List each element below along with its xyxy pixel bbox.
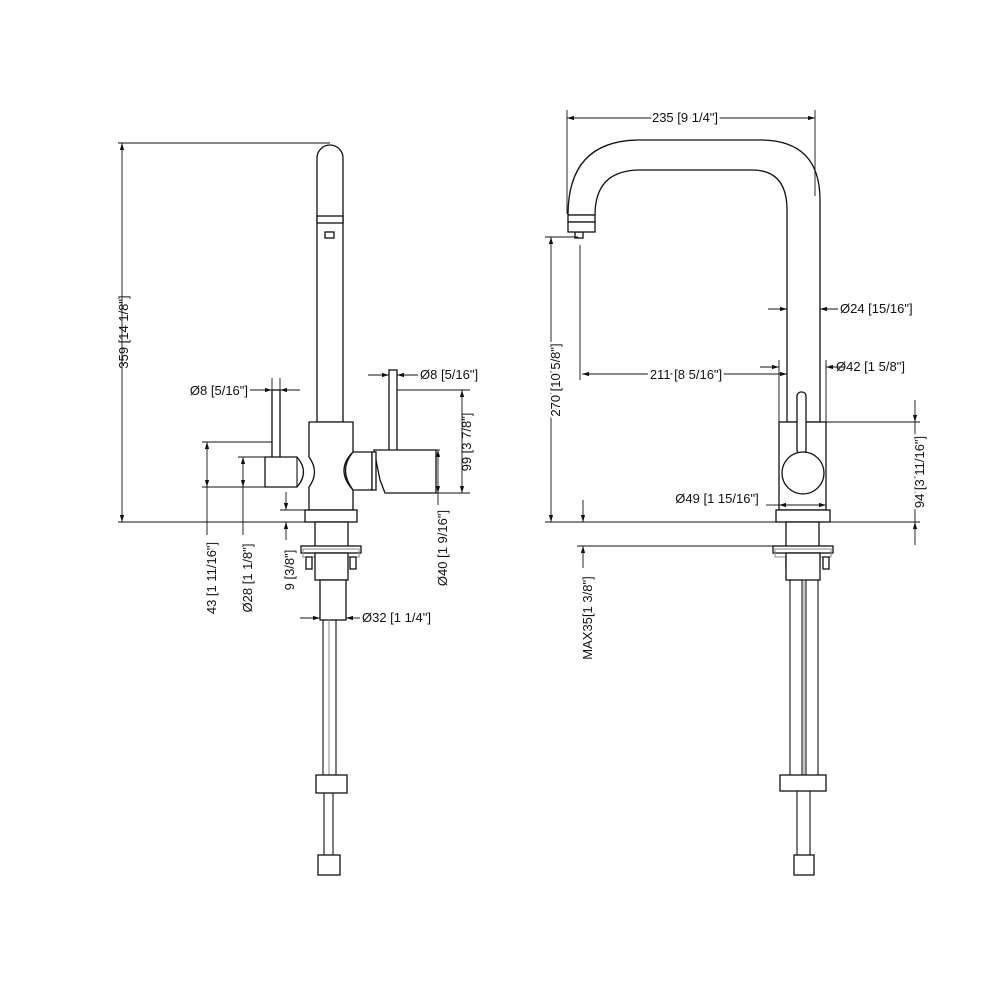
spout-column bbox=[316, 144, 344, 423]
front-handle bbox=[781, 451, 825, 495]
base-plate bbox=[304, 509, 358, 523]
dim-right-lever-dia: Ø8 [5/16"] bbox=[420, 367, 478, 382]
front-view-faucet bbox=[567, 139, 834, 876]
dim-body-height: 94 [3 11/16"] bbox=[912, 436, 927, 508]
dim-left-handle-dia: Ø28 [1 1/8"] bbox=[240, 544, 255, 613]
left-lever bbox=[271, 389, 281, 459]
front-lever bbox=[796, 391, 807, 455]
dim-reach: 211 [8 5/16"] bbox=[650, 367, 722, 382]
dim-left-handle-height: 43 [1 11/16"] bbox=[204, 542, 219, 614]
dim-body-dia: Ø42 [1 5/8"] bbox=[836, 359, 905, 374]
dim-right-handle-dia: Ø40 [1 9/16"] bbox=[435, 510, 450, 586]
left-handle bbox=[264, 456, 305, 488]
right-handle bbox=[373, 449, 437, 494]
dim-handle-height: 99 [3 7/8"] bbox=[459, 413, 474, 472]
dim-total-height: 359 [14 1/8"] bbox=[116, 295, 131, 368]
dim-shank-dia: Ø32 [1 1/4"] bbox=[362, 610, 431, 625]
gooseneck-spout bbox=[567, 139, 821, 423]
side-view-faucet bbox=[264, 144, 437, 876]
dim-spout-width: 235 [9 1/4"] bbox=[652, 110, 718, 125]
dim-left-lever-dia: Ø8 [5/16"] bbox=[190, 383, 248, 398]
dim-spout-height: 270 [10 5/8"] bbox=[548, 343, 563, 416]
side-view-dimensions: 359 [14 1/8"] Ø8 [5/16"] Ø8 [5/16"] 99 [… bbox=[116, 142, 478, 625]
front-base-plate bbox=[775, 509, 831, 523]
front-view-dimensions: 235 [9 1/4"] 270 [10 5/8"] 211 [8 5/16"]… bbox=[545, 108, 930, 660]
dim-base-dia: Ø49 [1 15/16"] bbox=[675, 491, 758, 506]
aerator bbox=[324, 231, 335, 239]
dim-base-thickness: 9 [3/8"] bbox=[282, 550, 297, 591]
right-lever bbox=[388, 369, 398, 453]
dim-spout-dia: Ø24 [15/16"] bbox=[840, 301, 913, 316]
dim-max-counter: MAX35[1 3/8"] bbox=[580, 576, 595, 659]
